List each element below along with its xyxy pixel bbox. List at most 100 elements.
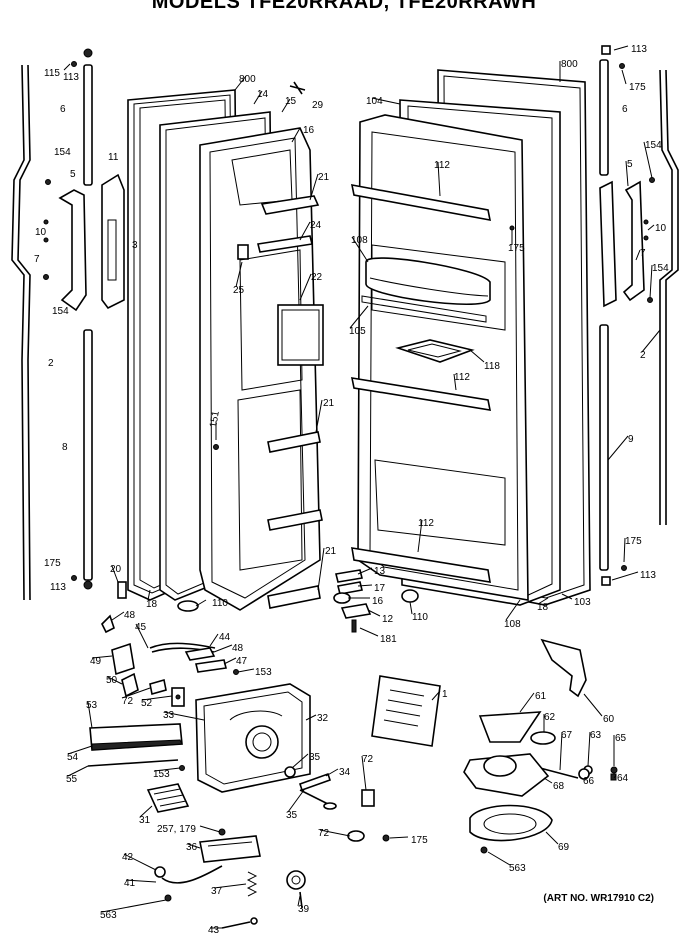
part-52	[171, 687, 185, 707]
part-50	[121, 672, 139, 698]
egg-tray-118	[395, 339, 475, 363]
callout-63: 63	[590, 730, 602, 741]
fresh-food-door-shelf-lower	[351, 547, 491, 583]
callout-154-left: 154	[54, 147, 71, 158]
callout-153-b: 153	[153, 769, 170, 780]
callout-50: 50	[106, 675, 118, 686]
callout-43: 43	[208, 925, 220, 936]
fresh-food-hinge-17	[337, 581, 363, 595]
dairy-compartment-108	[365, 257, 491, 306]
callout-48-a: 48	[124, 610, 136, 621]
callout-6-right: 6	[622, 104, 628, 115]
callout-54: 54	[67, 752, 79, 763]
fresh-food-hinge-12	[340, 603, 372, 619]
callout-800-right: 800	[561, 59, 578, 70]
callout-18-right: 18	[537, 602, 549, 613]
callout-5-right: 5	[627, 159, 633, 170]
callout-103: 103	[574, 597, 591, 608]
callout-113-left: 113	[63, 72, 79, 83]
callout-48-b: 48	[232, 643, 244, 654]
lever-34	[298, 772, 332, 792]
callout-33: 33	[163, 710, 175, 721]
disc-62	[530, 731, 556, 745]
callout-67: 67	[561, 730, 573, 741]
diagram-title: MODELS TFE20RRAAD, TFE20RRAWH	[151, 0, 537, 13]
callout-25: 25	[233, 285, 245, 296]
callout-175-right: 175	[629, 82, 646, 93]
switch-42	[154, 866, 166, 878]
callout-175-bottom: 175	[411, 835, 428, 846]
callout-154-right-lower: 154	[652, 263, 669, 274]
freezer-door-shelf-middle-top	[257, 235, 313, 253]
callout-labels: 115 113 6 154 5 11 10 3 7 154 2 8 175 11…	[34, 44, 669, 936]
callout-31: 31	[139, 815, 151, 826]
callout-17: 17	[374, 583, 386, 594]
callout-5-left: 5	[70, 169, 76, 180]
callout-8-left: 8	[62, 442, 68, 453]
callout-14: 14	[257, 89, 269, 100]
part-48-a	[101, 614, 115, 634]
callout-62: 62	[544, 712, 556, 723]
callout-68: 68	[553, 781, 565, 792]
callout-1: 1	[442, 689, 448, 700]
callout-181: 181	[380, 634, 397, 645]
callout-153-a: 153	[255, 667, 272, 678]
callout-21-b: 21	[323, 398, 335, 409]
callout-12: 12	[382, 614, 394, 625]
screw-153-a	[233, 669, 239, 675]
screw-65	[610, 766, 618, 774]
callout-563-right: 563	[509, 863, 526, 874]
right-hinge-bracket	[599, 180, 617, 308]
part-48-b	[184, 647, 216, 661]
freezer-door-shelf-lower-a	[267, 509, 323, 531]
callout-60: 60	[603, 714, 615, 725]
left-handle-trim-upper	[71, 48, 93, 186]
right-door-handle	[622, 177, 655, 303]
spring-67	[539, 767, 579, 779]
bracket-36	[199, 835, 261, 863]
callout-10-right: 10	[655, 223, 667, 234]
callout-55: 55	[66, 774, 78, 785]
spring-35-a	[284, 766, 296, 778]
actuator-68	[463, 753, 550, 797]
freezer-cap-110	[177, 600, 199, 612]
right-door-gasket	[659, 69, 679, 525]
callout-105: 105	[349, 326, 366, 337]
freezer-door-shelf-lower-b	[267, 585, 321, 609]
callout-41: 41	[124, 878, 136, 889]
fresh-food-door-shelf-upper	[350, 183, 492, 222]
left-hinge-bracket	[101, 173, 125, 310]
screw-151	[213, 444, 219, 450]
callout-113-right-lower: 113	[640, 570, 656, 581]
callout-175-mid: 175	[508, 243, 525, 254]
rod-55	[87, 759, 179, 767]
screw-175-m	[509, 225, 515, 231]
callout-39: 39	[298, 904, 310, 915]
callout-112-a: 112	[434, 160, 450, 171]
drip-tray-31	[146, 783, 190, 813]
callout-72-c: 72	[318, 828, 330, 839]
callout-118: 118	[484, 361, 500, 372]
screw-43	[221, 917, 258, 929]
fresh-food-hinge-13	[335, 569, 363, 583]
callout-563-left: 563	[100, 910, 117, 921]
art-number: (ART NO. WR17910 C2)	[543, 893, 654, 904]
callout-113-right: 113	[631, 44, 647, 55]
left-door-gasket	[11, 64, 31, 601]
callout-108-right: 108	[504, 619, 521, 630]
callout-112-c: 112	[418, 518, 434, 529]
callout-24: 24	[310, 220, 322, 231]
callout-16: 16	[303, 125, 315, 136]
callout-47: 47	[236, 656, 248, 667]
callout-16-right: 16	[372, 596, 384, 607]
callout-800-left: 800	[239, 74, 256, 85]
callout-34: 34	[339, 767, 351, 778]
bracket-60	[540, 638, 587, 698]
callout-36: 36	[186, 842, 198, 853]
part-72-b	[361, 789, 375, 807]
callout-72-b: 72	[362, 754, 374, 765]
callout-6-left: 6	[60, 104, 66, 115]
callout-37: 37	[211, 886, 223, 897]
callout-53: 53	[86, 700, 98, 711]
